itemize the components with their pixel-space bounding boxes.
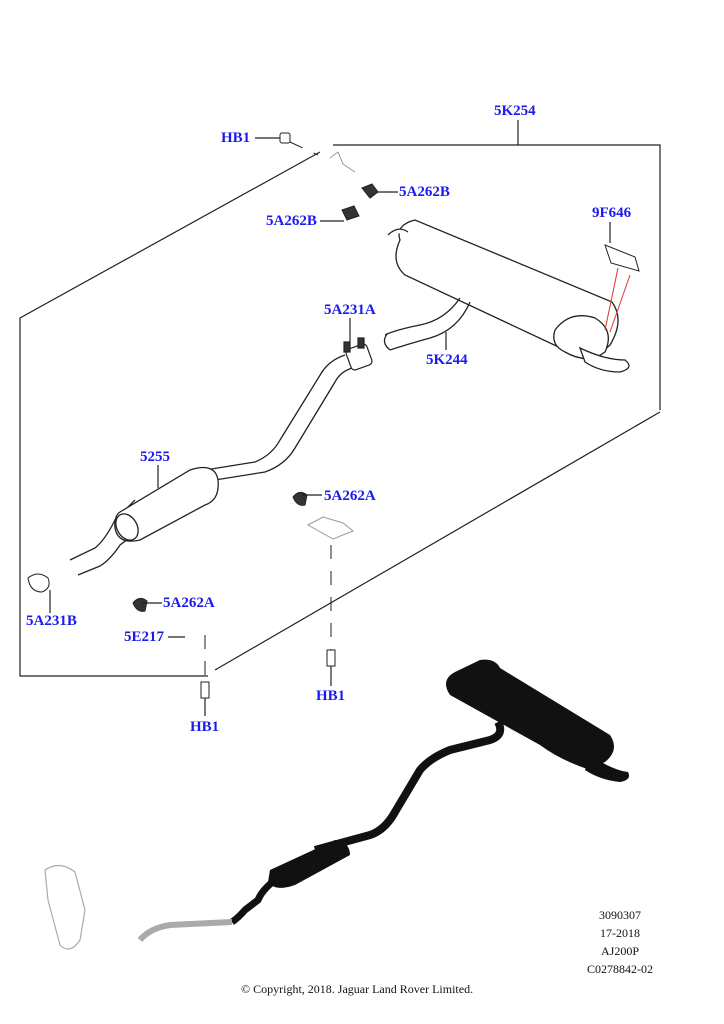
assembly-outline [19,120,661,677]
insulators [27,183,640,612]
callout-HB1-bottom: HB1 [190,719,220,735]
callout-5A262A-right: 5A262A [324,488,376,504]
callout-5A231B: 5A231B [26,613,77,629]
callout-5A231A: 5A231A [324,302,376,318]
callout-5E217: 5E217 [124,629,165,645]
bolts [200,132,336,699]
reference-block: 3090307 17-2018 AJ200P C0278842-02 [570,906,670,978]
callout-5K254: 5K254 [494,103,536,119]
rear-muffler [387,219,630,373]
reference-line-4: C0278842-02 [587,962,653,976]
center-muffler [114,466,219,542]
clamp-5A231A [343,337,373,371]
reference-line-1: 3090307 [599,908,641,922]
leader-lines [49,137,611,716]
sensor-leader-lines [604,267,631,333]
callout-5A262A-left: 5A262A [163,595,215,611]
hanger-brackets [306,151,356,540]
pipe-5K244 [383,297,471,351]
callout-5A262B-upper: 5A262B [399,184,450,200]
reference-view [44,659,629,950]
callout-5K244: 5K244 [426,352,468,368]
intermediate-pipe [69,354,353,576]
dashed-mount-lines [204,141,332,680]
reference-line-2: 17-2018 [600,926,640,940]
callout-9F646: 9F646 [592,205,632,221]
callout-HB1-middle: HB1 [316,688,346,704]
copyright-notice: © Copyright, 2018. Jaguar Land Rover Lim… [241,982,474,996]
reference-line-3: AJ200P [600,944,639,958]
callout-5A262B-lower: 5A262B [266,213,317,229]
callout-5255: 5255 [140,449,170,465]
callout-HB1-top: HB1 [221,130,251,146]
